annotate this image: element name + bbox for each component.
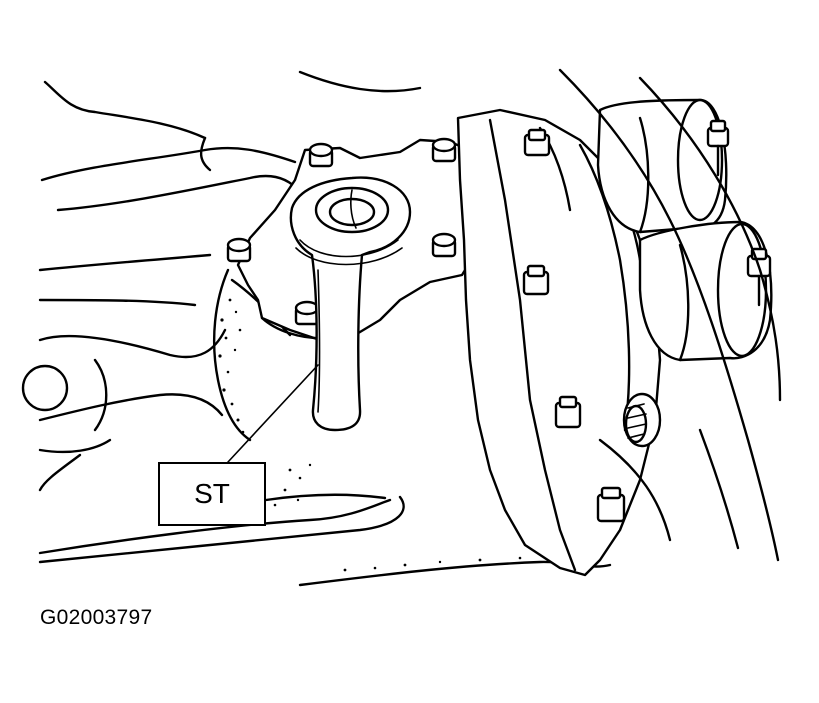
- frame-rails: [558, 68, 782, 562]
- lower-outline: [38, 493, 612, 587]
- housing-bolts: [522, 128, 626, 523]
- bolt-icon: [431, 232, 457, 258]
- bolt-icon: [226, 237, 252, 263]
- bolt-icon: [554, 395, 582, 429]
- bolt-icon: [294, 300, 320, 326]
- callout-leader-line: [227, 364, 319, 463]
- bolt-icon: [308, 142, 334, 168]
- bolt-icon: [431, 137, 457, 163]
- bolt-icon: [523, 128, 551, 157]
- bolt-icon: [522, 264, 550, 296]
- cover-bolts: [226, 137, 457, 326]
- vehicle-frame-outline: [38, 70, 422, 307]
- bolt-icon: [596, 486, 626, 523]
- callout-box: ST: [158, 462, 266, 526]
- callout-label: ST: [194, 478, 230, 509]
- mount-bushings: [596, 98, 773, 362]
- filler-plug: [622, 392, 662, 448]
- figure-id: G02003797: [40, 606, 153, 629]
- suspension-arm: [21, 328, 227, 492]
- differential-housing: [456, 108, 662, 577]
- special-tool-wrench: [289, 176, 412, 432]
